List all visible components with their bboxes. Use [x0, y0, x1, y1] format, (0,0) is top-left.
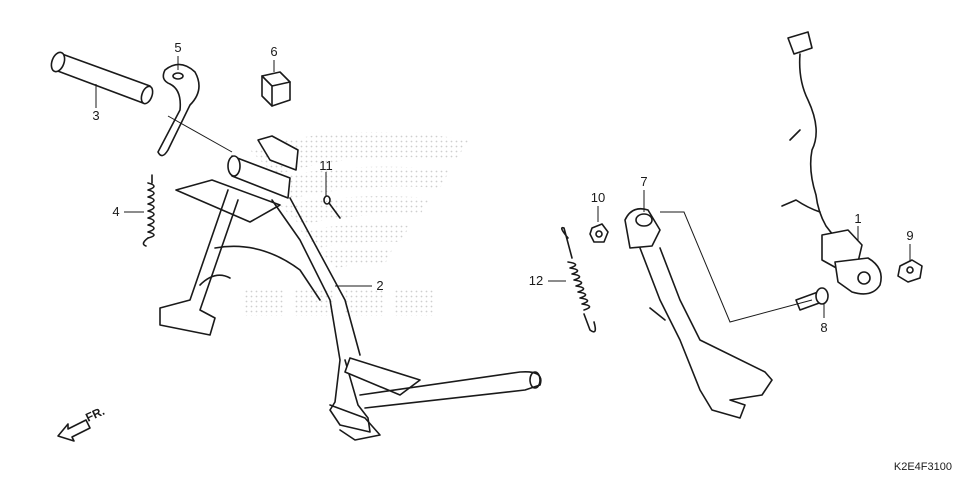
callout-labels: 1 2 3 4 5 6 7 8 9 10 11 12 — [92, 40, 913, 335]
callout-1: 1 — [854, 211, 861, 226]
stopper-rubber-part — [261, 71, 291, 107]
switch-bolt-part — [795, 287, 829, 311]
callout-12: 12 — [529, 273, 543, 288]
callout-5: 5 — [174, 40, 181, 55]
callout-2: 2 — [376, 278, 383, 293]
brand-watermark — [245, 132, 470, 316]
front-direction-indicator: FR. — [57, 404, 107, 442]
callout-3: 3 — [92, 108, 99, 123]
callout-6: 6 — [270, 44, 277, 59]
drawing-code: K2E4F3100 — [894, 461, 952, 473]
callout-11: 11 — [319, 158, 333, 173]
flange-nut-part — [897, 259, 923, 283]
main-stand-spring-part — [142, 174, 155, 247]
callout-10: 10 — [591, 190, 605, 205]
front-arrow-icon — [57, 419, 91, 442]
callout-7: 7 — [640, 174, 647, 189]
callout-8: 8 — [820, 320, 827, 335]
pivot-pipe-part — [50, 51, 154, 105]
side-stand-spring-part — [560, 226, 597, 333]
side-stand-part — [624, 207, 773, 419]
main-stand-part — [159, 135, 542, 441]
front-label: FR. — [83, 404, 106, 425]
leader-lines — [95, 56, 911, 323]
cotter-pin-part — [323, 195, 341, 219]
hook-plate-part — [157, 63, 200, 157]
callout-4: 4 — [112, 204, 119, 219]
callout-9: 9 — [906, 228, 913, 243]
nut-part — [589, 223, 609, 243]
side-stand-switch-part — [781, 31, 882, 295]
